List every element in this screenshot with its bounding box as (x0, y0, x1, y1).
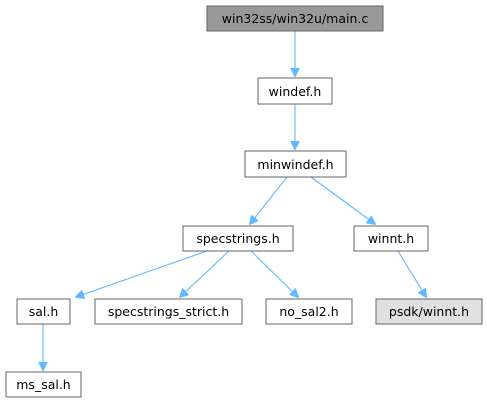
node-specstrings-strict-h-box (94, 298, 243, 325)
node-ms-sal-h-box (5, 371, 82, 398)
node-sal-h-box (16, 298, 71, 325)
node-main-c[interactable]: win32ss/win32u/main.c (206, 5, 384, 32)
node-main-c-label: win32ss/win32u/main.c (222, 11, 369, 26)
node-specstrings-h-label: specstrings.h (196, 231, 279, 246)
node-sal-h-label: sal.h (29, 304, 59, 319)
edge-specstrings-h-to-sal-h (76, 250, 208, 297)
node-minwindef-h-box (244, 150, 347, 178)
node-minwindef-h[interactable]: minwindef.h (244, 150, 347, 178)
node-winnt-h-box (353, 225, 429, 252)
node-no-sal2-h[interactable]: no_sal2.h (265, 298, 353, 325)
node-psdk-winnt-h-label: psdk/winnt.h (389, 304, 469, 319)
edge-specstrings-h-to-no-sal2-h (250, 250, 298, 297)
node-specstrings-h-box (182, 225, 294, 252)
node-windef-h[interactable]: windef.h (257, 77, 333, 105)
node-main-c-box (206, 5, 384, 32)
node-specstrings-h[interactable]: specstrings.h (182, 225, 294, 252)
node-no-sal2-h-box (265, 298, 353, 325)
edge-minwindef-h-to-winnt-h (310, 176, 375, 224)
edge-specstrings-h-to-specstrings-strict-h (180, 250, 230, 297)
node-specstrings-strict-h-label: specstrings_strict.h (108, 304, 229, 319)
node-minwindef-h-label: minwindef.h (257, 157, 333, 172)
node-sal-h[interactable]: sal.h (16, 298, 71, 325)
node-windef-h-box (257, 77, 333, 105)
node-winnt-h[interactable]: winnt.h (353, 225, 429, 252)
node-no-sal2-h-label: no_sal2.h (279, 304, 338, 319)
node-winnt-h-label: winnt.h (368, 231, 414, 246)
node-ms-sal-h-label: ms_sal.h (16, 377, 70, 392)
node-specstrings-strict-h[interactable]: specstrings_strict.h (94, 298, 243, 325)
node-windef-h-label: windef.h (269, 84, 322, 99)
edge-winnt-h-to-psdk-winnt-h (397, 250, 426, 297)
node-psdk-winnt-h[interactable]: psdk/winnt.h (375, 298, 483, 325)
node-psdk-winnt-h-box (375, 298, 483, 325)
edges (43, 31, 426, 370)
node-ms-sal-h[interactable]: ms_sal.h (5, 371, 82, 398)
edge-minwindef-h-to-specstrings-h (250, 176, 288, 224)
